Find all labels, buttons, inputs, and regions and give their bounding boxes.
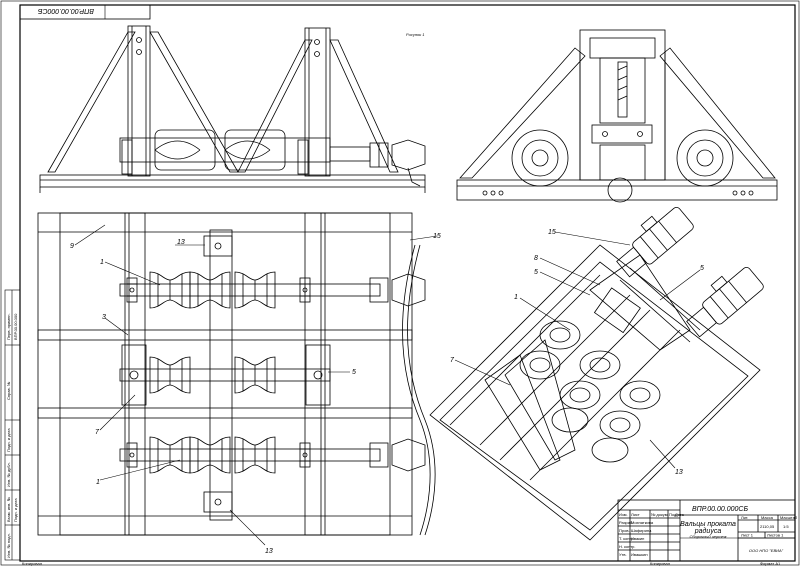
strip-replace-inv: Взам. инв. № [6,497,11,522]
callout-15-iso: 15 [548,229,556,236]
plan-view [37,212,436,536]
strip-sign-date-2: Подп. и дата [13,498,18,522]
isometric-view [429,206,764,541]
callout-15-plan: 15 [433,233,441,240]
front-view [39,25,426,193]
scale-header: Масштаб [780,515,798,520]
title-doc-type: Сборочный чертеж [690,534,727,539]
callout-5-iso-right: 5 [700,265,704,272]
strip-sign-date-1: Подп. и дата [6,428,11,452]
sheet-label: Лист 1 [741,533,754,538]
organization: ООО НПО "ЕВИА" [749,548,784,553]
rotated-stamp: ВПР.00.00.000СБ [19,4,151,20]
callout-8: 8 [534,255,538,262]
title-block [617,499,796,562]
row-tcontr-role: Т. контр. [619,536,635,541]
strip-ref-no: Справ. № [6,382,11,400]
left-margin-strip [4,289,21,561]
sheets-label: Листов 1 [767,533,784,538]
strip-first-use: Перв. примен. [6,313,11,340]
callout-3: 3 [102,314,106,321]
side-view [456,29,778,203]
figure-label: Рисунок 1 [406,32,425,37]
row-approve-role: Утв. [619,552,627,557]
callout-5-plan: 5 [352,369,356,376]
callout-7-plan: 7 [95,429,100,436]
row-header-sign: Подп. [669,512,680,517]
row-header-doc: № докум. [651,512,669,517]
scale-value: 1:5 [783,524,789,529]
title-name-2: радиуса [694,527,722,535]
callout-9: 9 [70,243,74,250]
copied-label: Копировал [650,561,671,566]
row-approve-name: Ивашкин [631,552,648,557]
strip-orig-inv: Инв. № подл. [6,533,11,558]
stamp-code-rotated: ВПР.00.00.000СБ [38,7,94,14]
inner-frame [19,4,796,562]
leader-lines [74,224,701,546]
callout-7-iso: 7 [450,357,455,364]
format-label: Формат А1 [760,561,781,566]
callout-13-top: 13 [177,239,185,246]
row-tcontr-name: Ивакин [631,536,644,541]
callout-1-bottom: 1 [96,479,100,486]
row-check-name: Шафирина [631,528,652,533]
strip-first-use-value: ВПР.00.00.000 [13,313,18,340]
footer-note: Копировал [22,561,43,566]
row-ncontr-role: Н. контр. [619,544,636,549]
callout-13-iso: 13 [675,469,683,476]
callout-13-bottom: 13 [265,548,273,555]
strip-dup-inv: Инв. № дубл. [6,462,11,487]
callout-1-top: 1 [100,259,104,266]
mass-header: Масса [761,515,774,520]
row-header-role: Изм. [619,512,628,517]
row-dev-role: Разраб. [619,520,633,525]
lit-header: Лит. [741,515,748,520]
title-designation: ВПР.00.00.000СБ [692,506,748,513]
row-header-date: Дата [675,512,685,517]
title-name-1: Вальцы проката [680,521,736,528]
mass-value: 2110,05 [760,524,775,529]
callout-5-iso-left: 5 [534,269,538,276]
row-dev-name: Мохнаткина [631,520,654,525]
callout-1-iso: 1 [514,294,518,301]
row-check-role: Пров. [619,528,630,533]
row-header-name: Лист [631,512,640,517]
